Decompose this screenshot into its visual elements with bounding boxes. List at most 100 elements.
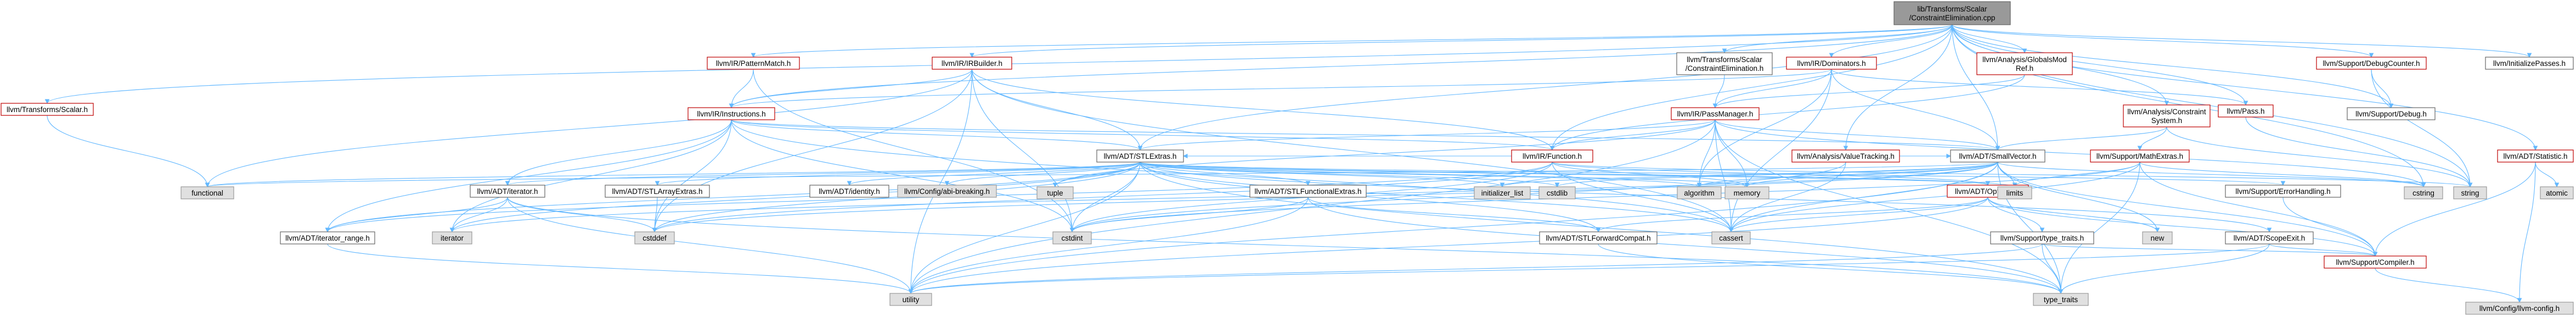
edge-valuetracking-to-cassert [1728, 162, 1846, 233]
edge-passmanager-to-type_traits [1715, 119, 2064, 294]
node-cstdint[interactable]: cstdint [1052, 231, 1092, 244]
node-cassert[interactable]: cassert [1711, 231, 1751, 244]
node-cstdlib[interactable]: cstdlib [1538, 186, 1576, 199]
node-instructions[interactable]: llvm/IR/Instructions.h [687, 107, 775, 120]
edge-globalsmodref-to-passmanager [1712, 74, 2025, 109]
node-compiler[interactable]: llvm/Support/Compiler.h [2324, 255, 2427, 269]
edge-iterator-to-cstddef [507, 197, 657, 233]
edge-dominators-to-pass [1831, 69, 2248, 106]
node-mathextras[interactable]: llvm/Support/MathExtras.h [2090, 149, 2190, 163]
edge-stlextras-to-utility [908, 162, 1141, 294]
node-box [2316, 57, 2427, 70]
node-label: llvm/Transforms/Scalar.h [7, 105, 88, 114]
edge-stlfunctionalextras-to-utility [908, 197, 1309, 294]
edge-stlextras-to-iterator [505, 162, 1141, 186]
node-atomic[interactable]: atomic [2540, 186, 2574, 199]
node-type-traits[interactable]: type_traits [2033, 293, 2089, 306]
edge-debugcounter-to-debug [2371, 69, 2394, 109]
edge-stlextras-to-stlfunctionalextras [1140, 162, 1311, 186]
node-label: functional [191, 189, 223, 197]
node-stlarrayextras[interactable]: llvm/ADT/STLArrayExtras.h [605, 185, 710, 198]
node-valuetracking[interactable]: llvm/Analysis/ValueTracking.h [1791, 149, 1900, 163]
node-dominators[interactable]: llvm/IR/Dominators.h [1786, 57, 1877, 70]
node-label: cstddef [642, 234, 667, 242]
node-memory[interactable]: memory [1724, 186, 1769, 199]
node-statistic[interactable]: llvm/ADT/Statistic.h [2497, 149, 2574, 163]
node-ce-h[interactable]: llvm/Transforms/Scalar/ConstraintElimina… [1676, 52, 1773, 75]
node-label: memory [1734, 189, 1761, 197]
node-smallvector[interactable]: llvm/ADT/SmallVector.h [1950, 149, 2045, 163]
node-string[interactable]: string [2453, 186, 2487, 199]
node-box [1539, 231, 1658, 244]
node-patternmatch[interactable]: llvm/IR/PatternMatch.h [707, 57, 800, 70]
edge-stlextras-to-optional [1140, 162, 1990, 186]
node-transforms-scalar-h[interactable]: llvm/Transforms/Scalar.h [1, 103, 94, 116]
edge-globalsmodref-to-function [1549, 74, 2025, 151]
node-identity[interactable]: llvm/ADT/identity.h [809, 185, 889, 198]
node-box [432, 231, 472, 244]
edge-mathextras-to-cassert [1728, 162, 2140, 233]
node-literator[interactable]: iterator [432, 231, 472, 244]
node-stlfunctionalextras[interactable]: llvm/ADT/STLFunctionalExtras.h [1249, 185, 1367, 198]
node-box [2090, 149, 2190, 163]
node-initializepasses[interactable]: llvm/InitializePasses.h [2485, 57, 2574, 70]
node-label: llvm/Transforms/Scalar [1687, 55, 1762, 64]
node-box [2497, 149, 2574, 163]
edge-instructions-to-iterator_range [325, 119, 732, 233]
node-debugcounter[interactable]: llvm/Support/DebugCounter.h [2316, 57, 2427, 70]
node-initializer-list[interactable]: initializer_list [1474, 186, 1531, 199]
node-pass[interactable]: llvm/Pass.h [2218, 104, 2274, 118]
node-label: string [2461, 189, 2479, 197]
node-llvmconfig[interactable]: llvm/Config/llvm-config.h [2465, 302, 2574, 315]
edge-iterator-to-type_traits [507, 197, 2064, 294]
node-irbuilder[interactable]: llvm/IR/IRBuilder.h [932, 57, 1012, 70]
node-box [1538, 186, 1576, 199]
node-iterator[interactable]: llvm/ADT/iterator.h [470, 185, 545, 198]
node-abibreaking[interactable]: llvm/Config/abi-breaking.h [897, 185, 997, 198]
node-box [1724, 186, 1769, 199]
edge-passmanager-to-tuple [1052, 119, 1716, 188]
node-new[interactable]: new [2142, 231, 2173, 244]
edge-statistic-to-atomic [2535, 162, 2560, 188]
node-iterator-range[interactable]: llvm/ADT/iterator_range.h [280, 231, 375, 244]
node-box [1676, 52, 1773, 75]
edge-passmanager-to-utility [908, 119, 1716, 294]
node-box [1893, 1, 2011, 25]
node-debug[interactable]: llvm/Support/Debug.h [2347, 107, 2436, 120]
node-typetraits-support[interactable]: llvm/Support/type_traits.h [1990, 231, 2094, 244]
edge-iterator_range-to-utility [327, 243, 914, 294]
edge-root-to-pass [1952, 24, 2248, 106]
node-function[interactable]: llvm/IR/Function.h [1511, 149, 1593, 163]
edge-dominators-to-passmanager [1712, 69, 1832, 109]
node-scopeexit[interactable]: llvm/ADT/ScopeExit.h [2225, 231, 2314, 244]
node-passmanager[interactable]: llvm/IR/PassManager.h [1671, 107, 1760, 120]
node-stlextras[interactable]: llvm/ADT/STLExtras.h [1096, 149, 1184, 163]
edge-passmanager-to-smallvector [1715, 119, 2000, 151]
edge-stlextras-to-cstdlib [1140, 162, 1560, 188]
edge-mathextras-to-limits [2012, 162, 2140, 188]
node-cstring[interactable]: cstring [2404, 186, 2443, 199]
node-tuple[interactable]: tuple [1036, 186, 1074, 199]
edge-statistic-to-compiler [2372, 162, 2536, 257]
node-label: llvm/ADT/STLFunctionalExtras.h [1254, 187, 1361, 196]
node-box [1096, 149, 1184, 163]
edge-mathextras-to-cstring [2139, 162, 2426, 188]
node-stlforwardcompat[interactable]: llvm/ADT/STLForwardCompat.h [1539, 231, 1658, 244]
node-utility[interactable]: utility [889, 293, 932, 306]
edge-stlfunctionalextras-to-type_traits [1307, 197, 2064, 294]
node-cstddef[interactable]: cstddef [634, 231, 675, 244]
node-label: /ConstraintElimination.h [1686, 64, 1764, 73]
node-label: cstdlib [1547, 189, 1568, 197]
node-algorithm[interactable]: algorithm [1677, 186, 1722, 199]
node-label: lib/Transforms/Scalar [1917, 5, 1987, 13]
node-functional[interactable]: functional [181, 186, 234, 199]
node-box [932, 57, 1012, 70]
node-box [2453, 186, 2487, 199]
node-limits[interactable]: limits [1997, 186, 2032, 199]
edge-root-to-debug [1952, 24, 2394, 109]
edge-irbuilder-to-instructions [729, 69, 973, 109]
node-box [1052, 231, 1092, 244]
node-errorhandling[interactable]: llvm/Support/ErrorHandling.h [2225, 185, 2341, 198]
